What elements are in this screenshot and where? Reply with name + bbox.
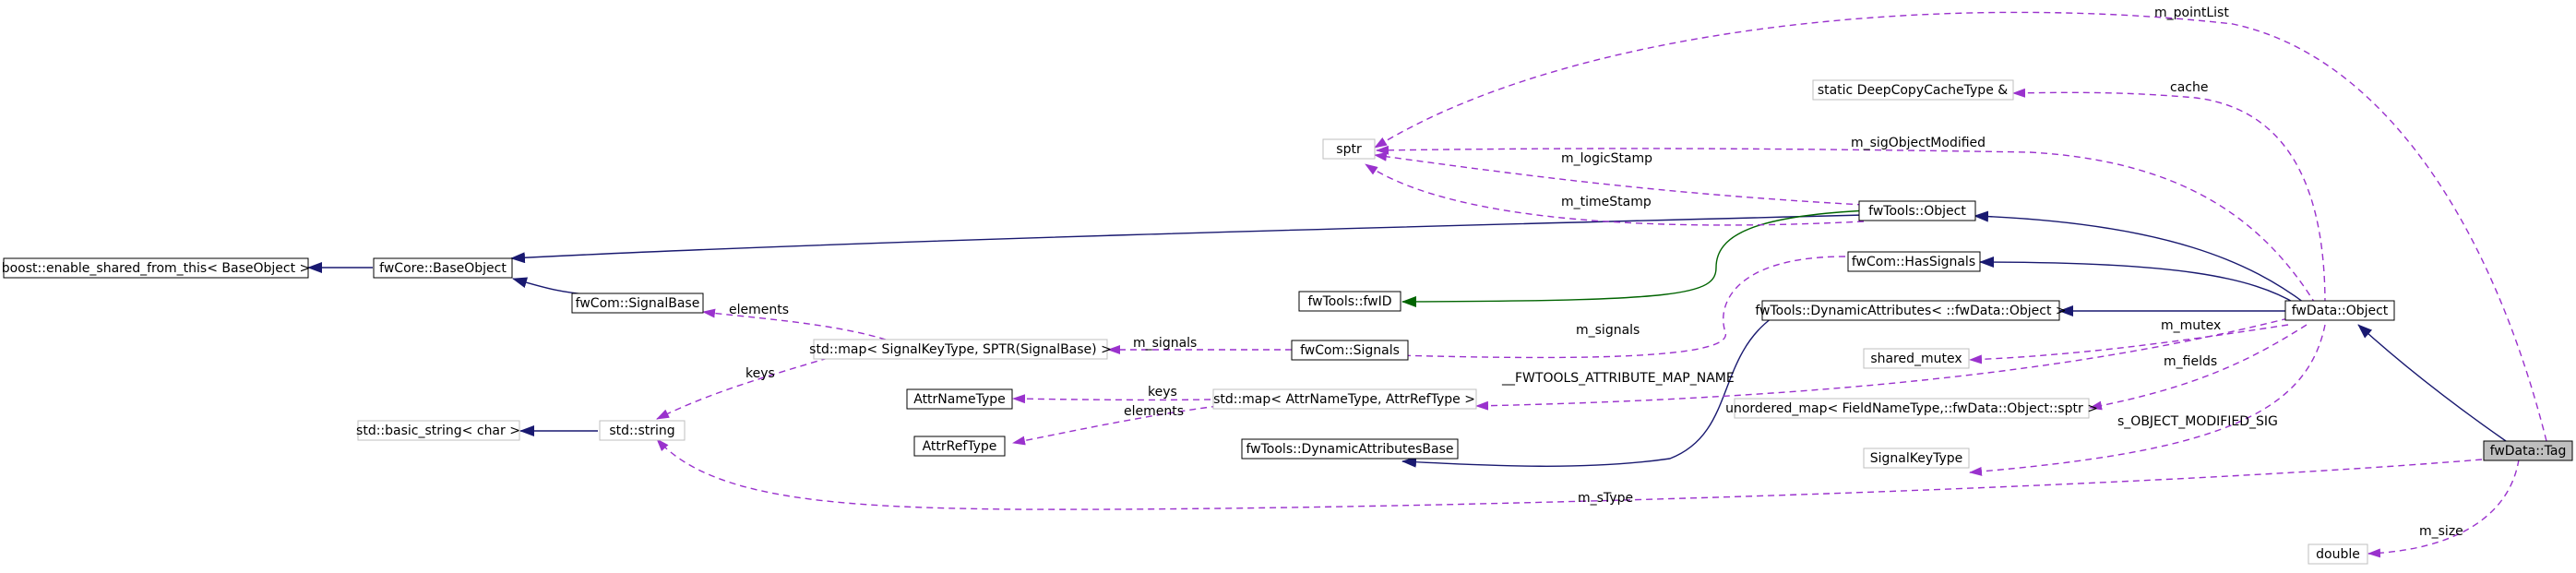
edge-label-m-pointlist: m_pointList: [2154, 6, 2229, 20]
node-label: unordered_map< FieldNameType,::fwData::O…: [1725, 401, 2098, 416]
edge-attrmap-elements-attrref: [1012, 405, 1219, 446]
edge-fwtoolsobject-m-logicstamp: [1374, 151, 1865, 206]
node-static-deepcopy[interactable]: static DeepCopyCacheType &: [1812, 79, 2014, 101]
edge-object-cache: [2012, 88, 2326, 305]
node-label: fwTools::DynamicAttributes< ::fwData::Ob…: [1755, 304, 2066, 318]
edge-label-m-timestamp: m_timeStamp: [1561, 195, 1652, 209]
edge-object-m-fields: [2089, 324, 2308, 411]
node-fwcore-baseobject[interactable]: fwCore::BaseObject: [373, 257, 513, 279]
node-label: fwTools::DynamicAttributesBase: [1246, 442, 1454, 457]
node-label: boost::enable_shared_from_this< BaseObje…: [2, 261, 311, 276]
node-label: AttrRefType: [923, 439, 997, 454]
edge-label-s-object-modified-sig: s_OBJECT_MODIFIED_SIG: [2117, 414, 2278, 429]
node-attr-ref-type[interactable]: AttrRefType: [913, 436, 1006, 457]
edge-label-m-logicstamp: m_logicStamp: [1561, 151, 1652, 166]
node-std-map-attr[interactable]: std::map< AttrNameType, AttrRefType >: [1212, 388, 1477, 410]
edge-label-m-mutex: m_mutex: [2161, 318, 2221, 333]
edge-dynattr-to-dynattrbase: [1401, 317, 1772, 468]
node-label: static DeepCopyCacheType &: [1818, 83, 2008, 98]
node-fwdata-tag[interactable]: fwData::Tag: [2483, 440, 2573, 461]
node-label: fwCore::BaseObject: [379, 261, 507, 276]
node-label: sptr: [1336, 142, 1362, 157]
edge-tag-m-pointlist: [1374, 11, 2547, 442]
edge-label-m-stype: m_sType: [1578, 491, 1633, 506]
edge-fwtoolsobject-to-baseobject: [510, 214, 1865, 264]
node-double[interactable]: double: [2308, 543, 2368, 565]
edge-object-fwtools-attr-map: [1475, 317, 2289, 411]
node-fwtools-fwid[interactable]: fwTools::fwID: [1298, 291, 1401, 312]
node-fwtools-object[interactable]: fwTools::Object: [1858, 200, 1976, 221]
edge-tag-m-stype: [656, 438, 2483, 510]
edge-label-m-signals-map: m_signals: [1133, 336, 1197, 351]
node-unordered-map[interactable]: unordered_map< FieldNameType,::fwData::O…: [1725, 398, 2098, 419]
node-shared-mutex[interactable]: shared_mutex: [1863, 348, 1970, 369]
edge-label-keys-string: keys: [745, 366, 775, 381]
node-label: fwData::Tag: [2490, 444, 2567, 459]
node-label: SignalKeyType: [1870, 451, 1963, 466]
node-attr-name-type[interactable]: AttrNameType: [906, 388, 1013, 410]
node-std-string[interactable]: std::string: [599, 420, 686, 441]
edge-fwtoolsobject-m-timestamp: [1365, 163, 1865, 226]
edge-tag-m-size: [2367, 459, 2520, 558]
node-label: std::string: [609, 424, 674, 438]
node-label: std::map< SignalKeyType, SPTR(SignalBase…: [809, 342, 1112, 357]
node-signal-key-type[interactable]: SignalKeyType: [1863, 448, 1970, 469]
node-std-map-signals[interactable]: std::map< SignalKeyType, SPTR(SignalBase…: [809, 339, 1112, 360]
edge-hassignals-m-signals: [1395, 256, 1846, 361]
node-label: fwCom::SignalBase: [576, 296, 700, 311]
node-fwcom-signalbase[interactable]: fwCom::SignalBase: [571, 292, 704, 314]
edge-label-m-size: m_size: [2419, 524, 2463, 539]
edge-label-cache: cache: [2170, 80, 2208, 95]
edge-signalbase-to-baseobject: [512, 277, 601, 296]
node-fwtools-dynattr[interactable]: fwTools::DynamicAttributes< ::fwData::Ob…: [1755, 300, 2067, 321]
node-label: std::basic_string< char >: [356, 424, 520, 438]
node-label: fwTools::fwID: [1307, 294, 1391, 309]
edge-label-m-sigobjectmodified: m_sigObjectModified: [1851, 136, 1986, 150]
node-label: std::map< AttrNameType, AttrRefType >: [1213, 392, 1475, 407]
node-fwcom-signals[interactable]: fwCom::Signals: [1291, 340, 1409, 361]
edge-label-elements-attrref: elements: [1124, 404, 1184, 419]
edge-label-keys-attrname: keys: [1148, 385, 1177, 400]
node-sptr[interactable]: sptr: [1322, 138, 1376, 160]
node-label: AttrNameType: [913, 392, 1006, 407]
node-label: fwCom::Signals: [1300, 343, 1400, 358]
edge-fwdataobject-to-hassignals: [1979, 257, 2298, 305]
edge-label-elements-signalbase: elements: [729, 303, 789, 317]
edge-map-keys-string: [656, 351, 850, 420]
node-label: double: [2316, 547, 2360, 562]
node-label: shared_mutex: [1870, 352, 1962, 366]
edge-object-s-object-modified-sig: [1969, 324, 2326, 476]
edge-object-m-sigobjectmodified: [1376, 145, 2317, 305]
edge-attrmap-keys-attrname: [1012, 394, 1211, 404]
node-fwdata-object[interactable]: fwData::Object: [2284, 300, 2395, 321]
node-label: fwCom::HasSignals: [1852, 255, 1975, 269]
edge-object-m-mutex: [1969, 324, 2289, 364]
edge-label-fwtools-attr-map: __FWTOOLS_ATTRIBUTE_MAP_NAME: [1501, 371, 1735, 386]
node-label: fwTools::Object: [1868, 204, 1966, 219]
edge-fwtoolsobject-to-fwid: [1401, 209, 1869, 307]
edge-map-elements-signalbase: [702, 308, 887, 340]
edge-label-m-fields: m_fields: [2164, 354, 2217, 369]
edge-tag-to-fwdataobject: [2357, 324, 2507, 442]
node-label: fwData::Object: [2292, 304, 2389, 318]
edge-fwdataobject-to-fwtoolsobject: [1974, 210, 2308, 305]
edge-label-m-signals-signals: m_signals: [1576, 323, 1640, 338]
node-fwtools-dynattr-base[interactable]: fwTools::DynamicAttributesBase: [1241, 438, 1459, 460]
node-boost-enable-shared[interactable]: boost::enable_shared_from_this< BaseObje…: [2, 257, 311, 279]
node-std-basic-string[interactable]: std::basic_string< char >: [356, 420, 520, 441]
node-fwcom-hassignals[interactable]: fwCom::HasSignals: [1847, 251, 1981, 272]
